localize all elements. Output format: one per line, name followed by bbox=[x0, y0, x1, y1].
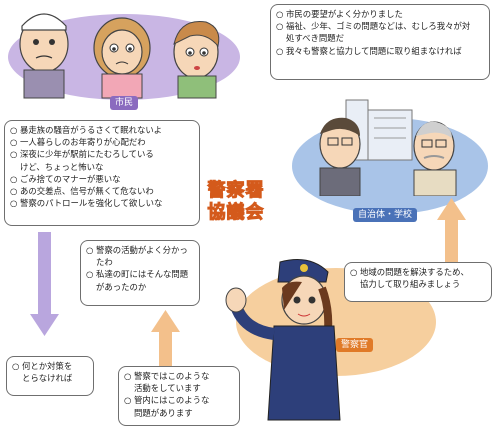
citizens-request-bubble: ○何とか対策をとらなければ bbox=[6, 356, 94, 396]
citizens-illustration bbox=[19, 13, 220, 99]
citizens-label: 市民 bbox=[110, 96, 139, 110]
police-proposal-bubble: ○地域の問題を解決するため、協力して取り組みましょう bbox=[344, 262, 492, 302]
list-item-text: 処すべき問題だ bbox=[286, 33, 345, 44]
list-item-text: 市民の要望がよく分かりました bbox=[286, 9, 403, 19]
bullet-mark: ○ bbox=[276, 21, 284, 32]
list-item: ○我々も警察と協力して問題に取り組まなければ bbox=[276, 45, 484, 57]
arrow-citizens-down-shaft bbox=[38, 232, 51, 314]
municipality-comments-bubble: ○市民の要望がよく分かりました○福祉、少年、ゴミの問題などは、むしろ我々が対処す… bbox=[270, 4, 490, 80]
bullet-mark: ○ bbox=[10, 149, 18, 160]
arrow-police-explain-up-shaft bbox=[159, 330, 172, 372]
citizens-request-list: ○何とか対策をとらなければ bbox=[12, 360, 88, 384]
bullet-mark: ○ bbox=[12, 361, 20, 371]
police-explanation-list: ○警察ではこのような活動をしています○管内にはこのような問題があります bbox=[124, 370, 234, 419]
list-item-text: 活動をしています bbox=[134, 383, 201, 394]
list-item: たわ bbox=[86, 256, 194, 268]
list-item: ○あの交差点、信号が無くて危ないわ bbox=[10, 185, 194, 197]
list-item-text: 暴走族の騒音がうるさくて眠れないよ bbox=[20, 125, 162, 135]
list-item-text: たわ bbox=[96, 257, 113, 268]
list-item: ○福祉、少年、ゴミの問題などは、むしろ我々が対 bbox=[276, 20, 484, 32]
police-explanation-bubble: ○警察ではこのような活動をしています○管内にはこのような問題があります bbox=[118, 366, 240, 426]
list-item-text: 協力して取り組みましょう bbox=[360, 279, 461, 290]
older-man-figure bbox=[19, 13, 69, 99]
list-item-text: 警察のパトロールを強化して欲しいな bbox=[20, 198, 163, 209]
bullet-mark: ○ bbox=[10, 198, 18, 209]
list-item-text: 我々も警察と協力して問題に取り組まなければ bbox=[286, 45, 462, 56]
list-item-text: 深夜に少年が駅前にたむろしている bbox=[20, 149, 154, 160]
list-item-text: 警察ではこのような bbox=[134, 371, 210, 381]
council-title-line1: 警察署 bbox=[207, 180, 265, 202]
list-item: 処すべき問題だ bbox=[276, 32, 484, 44]
officer-figure bbox=[225, 259, 341, 421]
list-item-text: 何とか対策を bbox=[22, 361, 73, 371]
municipality-comments-list: ○市民の要望がよく分かりました○福祉、少年、ゴミの問題などは、むしろ我々が対処す… bbox=[276, 8, 484, 57]
list-item: ○管内にはこのような bbox=[124, 394, 234, 406]
list-item-text: 地域の問題を解決するため、 bbox=[360, 267, 469, 277]
bullet-mark: ○ bbox=[86, 269, 94, 280]
list-item-text: 管内にはこのような bbox=[134, 395, 210, 406]
list-item: ○警察ではこのような bbox=[124, 370, 234, 382]
list-item: ○暴走族の騒音がうるさくて眠れないよ bbox=[10, 124, 194, 136]
council-title: 警察署 協議会 bbox=[196, 180, 276, 224]
citizens-concerns-list: ○暴走族の騒音がうるさくて眠れないよ○一人暮らしのお年寄りが心配だわ○深夜に少年… bbox=[10, 124, 194, 209]
list-item: ○警察のパトロールを強化して欲しいな bbox=[10, 197, 194, 209]
list-item-text: ごみ捨てのマナーが悪いな bbox=[20, 173, 121, 184]
arrow-police-up-shaft bbox=[445, 218, 458, 266]
young-man-figure bbox=[173, 20, 220, 99]
bullet-mark: ○ bbox=[86, 245, 94, 255]
bullet-mark: ○ bbox=[10, 173, 18, 184]
police-proposal-list: ○地域の問題を解決するため、協力して取り組みましょう bbox=[350, 266, 486, 290]
list-item: とらなければ bbox=[12, 372, 88, 384]
list-item: ○深夜に少年が駅前にたむろしている bbox=[10, 148, 194, 160]
bullet-mark: ○ bbox=[276, 9, 284, 19]
bullet-mark: ○ bbox=[350, 267, 358, 277]
list-item-text: とらなければ bbox=[22, 373, 73, 384]
bullet-mark: ○ bbox=[10, 186, 18, 197]
list-item: ○ごみ捨てのマナーが悪いな bbox=[10, 173, 194, 185]
arrow-police-explain-up-head bbox=[151, 310, 180, 332]
woman-figure bbox=[93, 17, 151, 99]
understanding-list: ○警察の活動がよく分かったわ○私達の町にはそんな問題があったのか bbox=[86, 244, 194, 293]
bullet-mark: ○ bbox=[124, 395, 132, 406]
citizens-concerns-bubble: ○暴走族の騒音がうるさくて眠れないよ○一人暮らしのお年寄りが心配だわ○深夜に少年… bbox=[4, 120, 200, 226]
bullet-mark: ○ bbox=[10, 137, 18, 148]
list-item: 協力して取り組みましょう bbox=[350, 278, 486, 290]
list-item-text: 私達の町にはそんな問題 bbox=[96, 269, 189, 280]
list-item: 活動をしています bbox=[124, 382, 234, 394]
council-title-line2: 協議会 bbox=[207, 202, 265, 224]
list-item: ○何とか対策を bbox=[12, 360, 88, 372]
list-item-text: 福祉、少年、ゴミの問題などは、むしろ我々が対 bbox=[286, 21, 471, 32]
municipality-illustration bbox=[319, 99, 457, 196]
municipality-label: 自治体・学校 bbox=[353, 208, 418, 222]
arrow-citizens-down-head bbox=[30, 314, 59, 336]
police-label: 警察官 bbox=[336, 338, 374, 352]
bullet-mark: ○ bbox=[10, 125, 18, 135]
list-item-text: 問題があります bbox=[134, 407, 193, 418]
arrow-police-up-head bbox=[437, 198, 466, 220]
list-item: ○一人暮らしのお年寄りが心配だわ bbox=[10, 136, 194, 148]
list-item: ○地域の問題を解決するため、 bbox=[350, 266, 486, 278]
official-man-figure bbox=[319, 117, 361, 196]
list-item-text: あの交差点、信号が無くて危ないわ bbox=[20, 186, 154, 197]
list-item: 問題があります bbox=[124, 407, 234, 419]
list-item: ○市民の要望がよく分かりました bbox=[276, 8, 484, 20]
bullet-mark: ○ bbox=[124, 371, 132, 381]
police-officer-illustration bbox=[225, 259, 341, 421]
list-item: ○警察の活動がよく分かっ bbox=[86, 244, 194, 256]
list-item: ○私達の町にはそんな問題 bbox=[86, 268, 194, 280]
list-item: があったのか bbox=[86, 281, 194, 293]
bullet-mark: ○ bbox=[276, 45, 284, 56]
list-item-text: があったのか bbox=[96, 281, 147, 292]
list-item-text: けど、ちょっと怖いな bbox=[20, 161, 104, 172]
principal-man-figure bbox=[413, 121, 457, 196]
list-item-text: 一人暮らしのお年寄りが心配だわ bbox=[20, 137, 146, 148]
list-item-text: 警察の活動がよく分かっ bbox=[96, 245, 188, 255]
list-item: けど、ちょっと怖いな bbox=[10, 161, 194, 173]
understanding-bubble: ○警察の活動がよく分かったわ○私達の町にはそんな問題があったのか bbox=[80, 240, 200, 306]
